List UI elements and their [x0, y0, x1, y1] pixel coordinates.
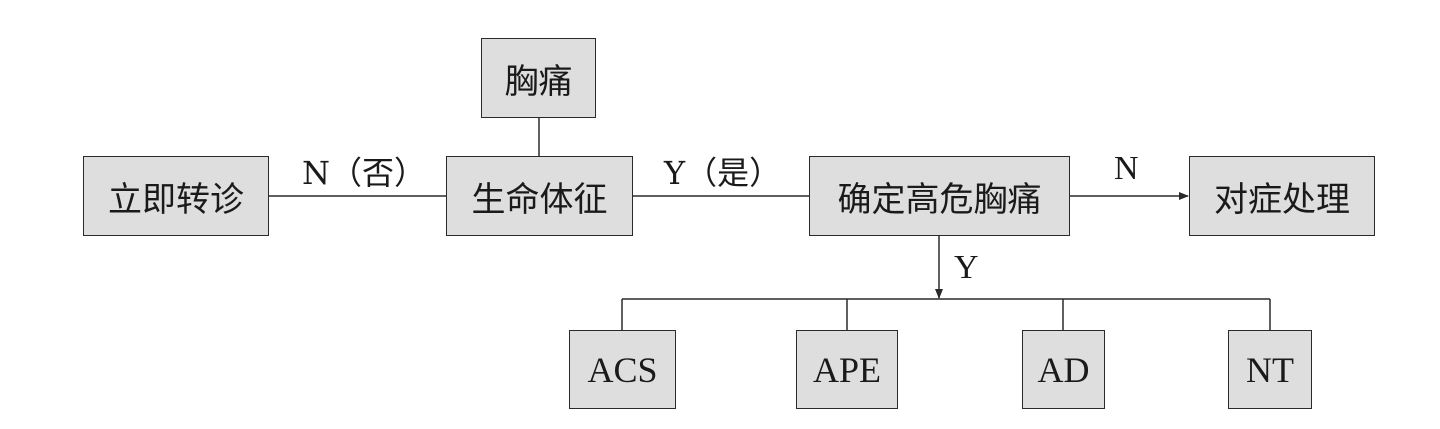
node-nt: NT — [1228, 330, 1312, 409]
label-yes-highrisk: Y（是） — [664, 154, 782, 192]
node-immediate-referral: 立即转诊 — [83, 156, 269, 236]
node-acs: ACS — [569, 330, 676, 409]
label-no-symptomatic: N — [1114, 150, 1139, 187]
node-high-risk-chest-pain: 确定高危胸痛 — [809, 156, 1070, 236]
node-chest-pain: 胸痛 — [481, 38, 596, 118]
node-vital-signs: 生命体征 — [446, 156, 633, 236]
label-no-referral: N（否） — [302, 154, 427, 192]
node-ad: AD — [1022, 330, 1105, 409]
label-yes-branches: Y — [954, 249, 979, 286]
node-symptomatic-treatment: 对症处理 — [1189, 156, 1375, 236]
node-ape: APE — [796, 330, 898, 409]
